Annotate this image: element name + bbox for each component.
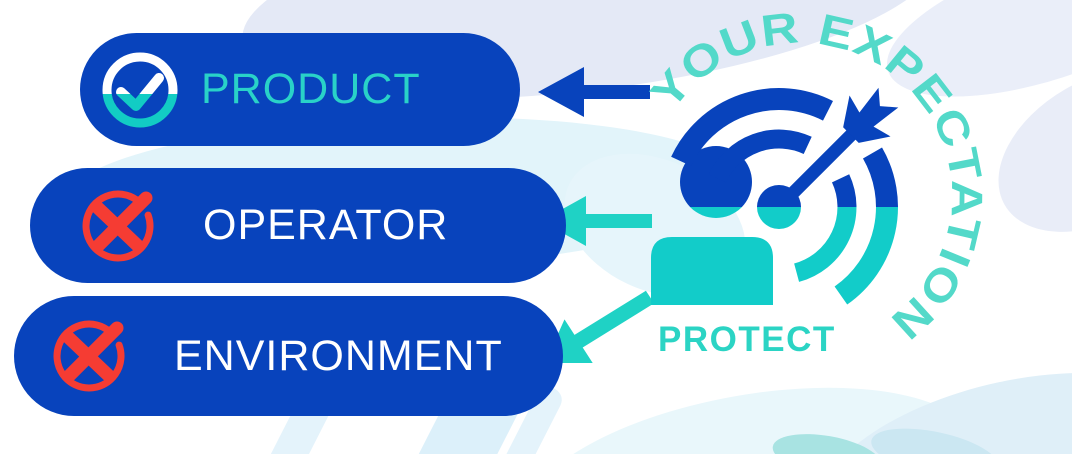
arrow-to-product-icon <box>538 67 650 117</box>
protect-label: PROTECT <box>658 320 836 359</box>
cross-circle-icon <box>53 320 125 392</box>
pill-environment-label: ENVIRONMENT <box>174 331 503 380</box>
pill-product: PRODUCT <box>80 33 520 146</box>
check-circle-icon <box>95 45 185 135</box>
pill-operator: OPERATOR <box>30 168 566 283</box>
pill-environment: ENVIRONMENT <box>14 296 563 416</box>
arrow-to-operator-icon <box>541 196 652 246</box>
cross-circle-icon <box>82 190 154 261</box>
pill-operator-label: OPERATOR <box>203 201 449 249</box>
person-target-dart-icon <box>651 77 909 305</box>
pill-product-label: PRODUCT <box>201 65 421 113</box>
arrow-to-environment-icon <box>545 290 655 363</box>
